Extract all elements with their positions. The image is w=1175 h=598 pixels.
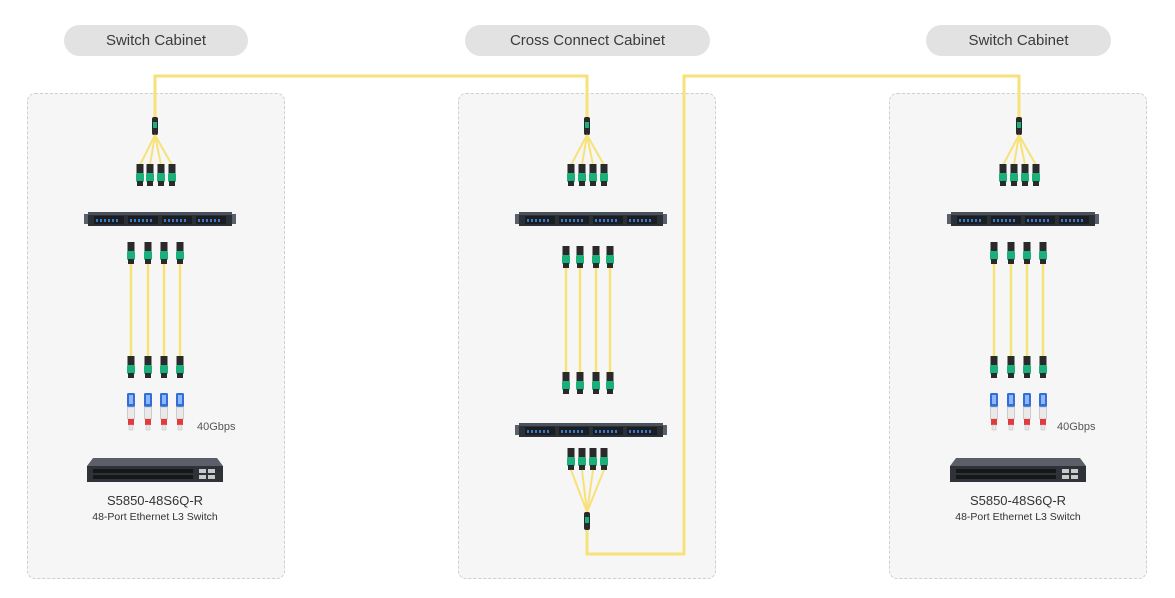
left-switch-description: 48-Port Ethernet L3 Switch: [92, 511, 218, 523]
center-fanout-bottom: [567, 448, 608, 530]
left-patch-panel: [84, 212, 236, 226]
center-jumpers: [562, 246, 614, 394]
right-switch-description: 48-Port Ethernet L3 Switch: [955, 511, 1081, 523]
right-switch-model: S5850-48S6Q-R: [969, 493, 1067, 508]
left-switch-model: S5850-48S6Q-R: [106, 493, 204, 508]
center-patch-panel-bottom: [515, 423, 667, 437]
center-cabinet: [458, 93, 716, 579]
right-switch: [950, 458, 1086, 482]
trunk-fiber: [153, 74, 1021, 556]
left-cabinet: [27, 93, 285, 579]
right-cabinet: [889, 93, 1147, 579]
left-cabinet-label: Switch Cabinet: [64, 25, 248, 56]
right-fanout: [999, 117, 1040, 186]
right-jumpers: [990, 242, 1047, 378]
left-jumpers: [127, 242, 184, 378]
left-fanout: [136, 117, 176, 186]
right-patch-panel: [947, 212, 1099, 226]
left-switch: [87, 458, 223, 482]
right-transceivers: [989, 392, 1048, 431]
left-speed-label: 40Gbps: [197, 421, 236, 433]
left-transceivers: [126, 392, 185, 431]
center-fanout-top: [567, 117, 608, 186]
right-cabinet-label: Switch Cabinet: [926, 25, 1111, 56]
center-cabinet-label: Cross Connect Cabinet: [465, 25, 710, 56]
right-speed-label: 40Gbps: [1057, 421, 1096, 433]
center-patch-panel-top: [515, 212, 667, 226]
